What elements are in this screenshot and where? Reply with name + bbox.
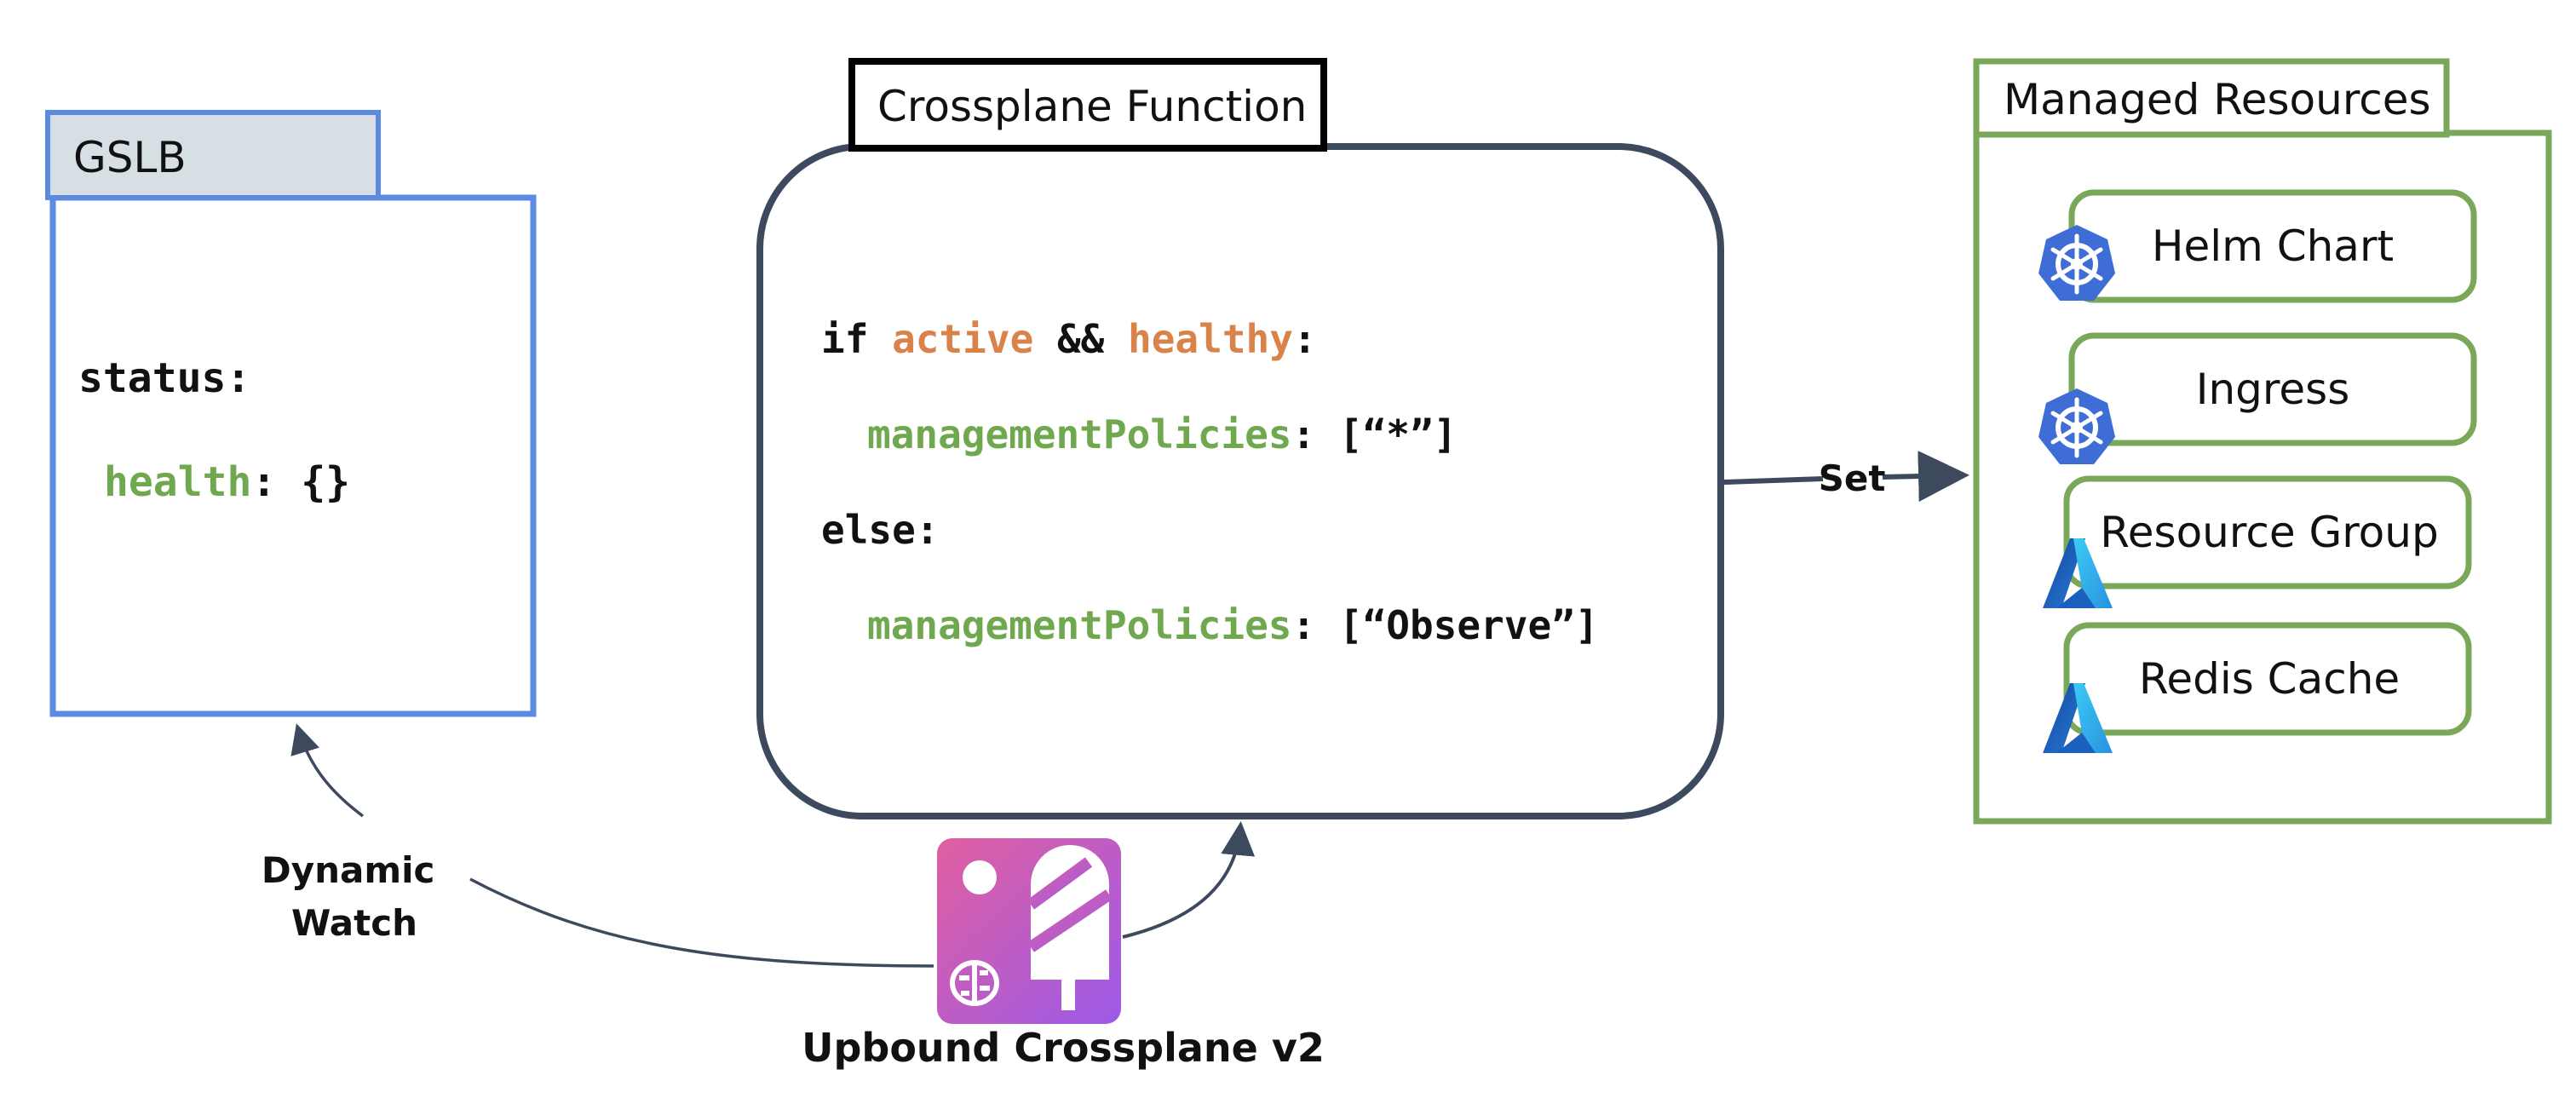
managed-resources-box: Managed Resources Helm Chart Ingress Res… [1973, 58, 2552, 825]
dynamic-watch-label: Dynamic Watch [262, 849, 447, 944]
code-healthy: healthy [1128, 316, 1293, 362]
code-line-policies-observe: managementPolicies: [“Observe”] [867, 602, 1599, 648]
resource-label: Helm Chart [2152, 221, 2394, 271]
set-edge-label: Set [1819, 457, 1886, 499]
resource-redis-cache: Redis Cache [2043, 622, 2472, 753]
health-key: health [104, 458, 251, 506]
code-line-else: else: [821, 507, 939, 553]
logo-to-function-edge [1122, 821, 1256, 939]
resource-label: Redis Cache [2139, 654, 2400, 704]
function-tab-label: Crossplane Function [877, 82, 1307, 131]
code-and: && [1033, 316, 1128, 362]
gslb-status-line: status: [78, 354, 250, 402]
code-active: active [892, 316, 1033, 362]
gslb-box: GSLB status: health: {} [45, 110, 537, 717]
resource-label: Resource Group [2100, 508, 2438, 557]
dynamic-watch-edge: Dynamic Watch [262, 723, 934, 968]
dynamic-watch-line2: Watch [291, 902, 417, 944]
resource-helm-chart: Helm Chart [2038, 189, 2477, 301]
gslb-health-line: health: {} [104, 458, 350, 506]
brain-icon [950, 960, 999, 1006]
set-edge: Set [1723, 451, 1969, 503]
resource-label: Ingress [2196, 365, 2350, 414]
code-policies-key-2: managementPolicies [867, 602, 1292, 648]
managed-tab-label: Managed Resources [2004, 75, 2431, 124]
gslb-tab-label: GSLB [73, 133, 187, 182]
code-policies-key-1: managementPolicies [867, 411, 1292, 457]
resource-group: Resource Group [2043, 475, 2472, 608]
code-policies-value-2: : [“Observe”] [1292, 602, 1599, 648]
code-line-policies-all: managementPolicies: [“*”] [867, 411, 1457, 457]
crossplane-function-box: Crossplane Function if active && healthy… [756, 58, 1724, 819]
code-line-if: if active && healthy: [821, 316, 1317, 362]
code-policies-value-1: : [“*”] [1292, 411, 1458, 457]
code-if-keyword: if [821, 316, 892, 362]
health-value: : {} [251, 458, 350, 506]
resource-ingress: Ingress [2038, 332, 2477, 464]
dynamic-watch-line1: Dynamic [262, 849, 435, 891]
logo-caption: Upbound Crossplane v2 [802, 1025, 1325, 1071]
upbound-logo: Upbound Crossplane v2 [802, 838, 1325, 1071]
code-colon: : [1293, 316, 1317, 362]
